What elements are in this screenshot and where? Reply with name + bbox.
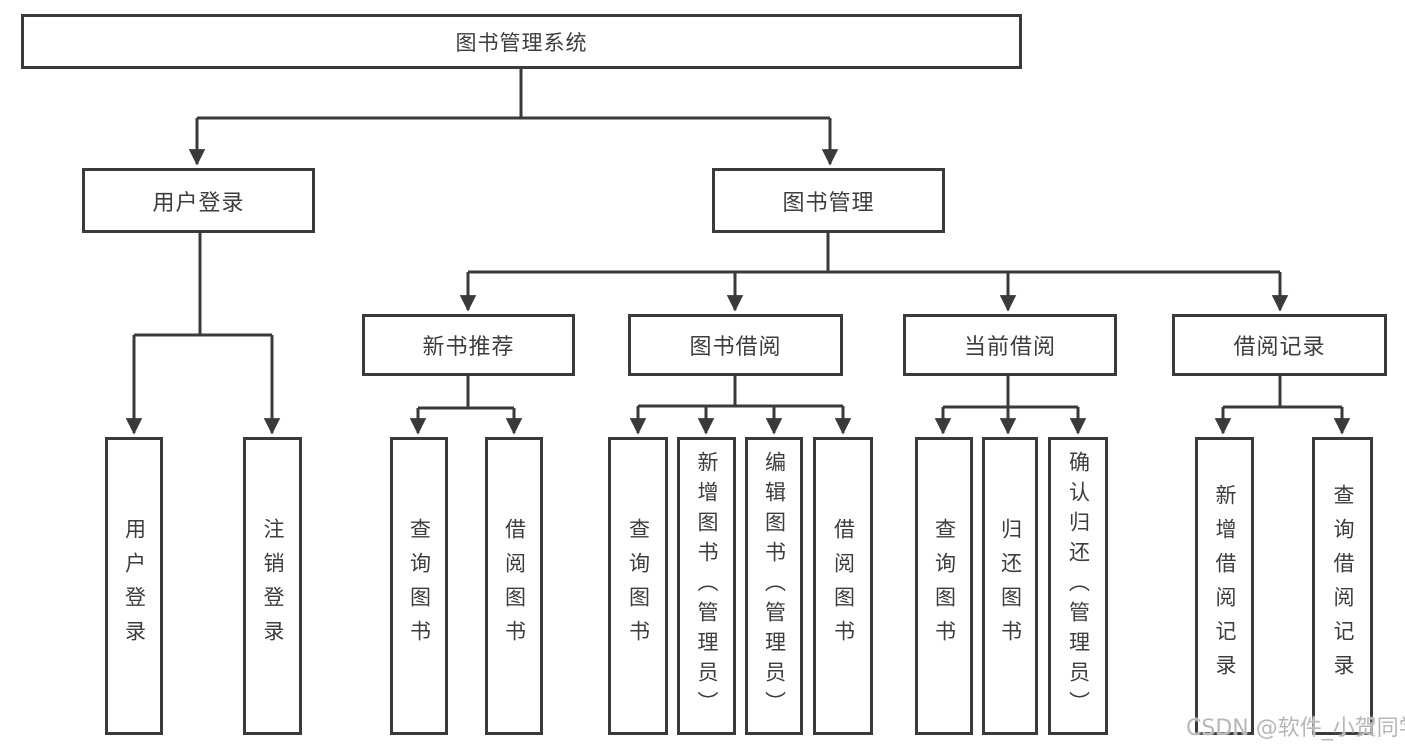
leaf-label: 确认归还（管理员）: [1066, 451, 1091, 721]
node-new-book-recommend: 新书推荐: [362, 314, 575, 376]
leaf-label: 归还图书: [998, 518, 1023, 654]
leaf-query-books-current: 查询图书: [915, 437, 973, 735]
node-label: 借阅记录: [1233, 335, 1326, 360]
leaf-edit-book-admin: 编辑图书（管理员）: [745, 437, 803, 735]
node-current-borrow: 当前借阅: [903, 314, 1117, 376]
leaf-add-borrow-record: 新增借阅记录: [1195, 437, 1254, 735]
node-book-borrow: 图书借阅: [628, 314, 843, 376]
leaf-label: 编辑图书（管理员）: [762, 451, 787, 721]
node-library-management-system: 图书管理系统: [21, 14, 1022, 69]
leaf-borrow-books-borrow: 借阅图书: [813, 437, 873, 735]
leaf-label: 新增借阅记录: [1213, 484, 1237, 688]
leaf-label: 新增图书（管理员）: [695, 451, 719, 721]
leaf-logout: 注销登录: [243, 437, 302, 735]
node-label: 图书管理: [782, 190, 875, 216]
leaf-query-books-recommend: 查询图书: [390, 437, 448, 735]
watermark: CSDN @软件_小贺同学: [1186, 716, 1405, 741]
leaf-label: 借阅图书: [502, 518, 527, 654]
leaf-user-login: 用户登录: [105, 437, 163, 735]
leaf-label: 查询图书: [626, 518, 651, 654]
leaf-confirm-return-admin: 确认归还（管理员）: [1048, 437, 1108, 735]
leaf-label: 用户登录: [122, 518, 147, 654]
leaf-borrow-books-recommend: 借阅图书: [485, 437, 543, 735]
node-book-management: 图书管理: [712, 168, 945, 233]
leaf-label: 借阅图书: [831, 518, 856, 654]
node-user-login: 用户登录: [82, 168, 315, 233]
node-label: 当前借阅: [963, 335, 1056, 360]
node-label: 用户登录: [152, 190, 245, 216]
leaf-label: 查询借阅记录: [1331, 484, 1355, 688]
node-borrow-records: 借阅记录: [1172, 314, 1387, 376]
node-label: 图书借阅: [689, 335, 782, 360]
leaf-label: 查询图书: [932, 518, 957, 654]
leaf-query-books-borrow: 查询图书: [608, 437, 668, 735]
leaf-return-books: 归还图书: [982, 437, 1038, 735]
leaf-label: 查询图书: [407, 518, 432, 654]
leaf-label: 注销登录: [261, 518, 285, 654]
node-label: 图书管理系统: [455, 30, 588, 55]
leaf-add-book-admin: 新增图书（管理员）: [677, 437, 736, 735]
node-label: 新书推荐: [422, 335, 515, 360]
leaf-query-borrow-record: 查询借阅记录: [1312, 437, 1373, 735]
